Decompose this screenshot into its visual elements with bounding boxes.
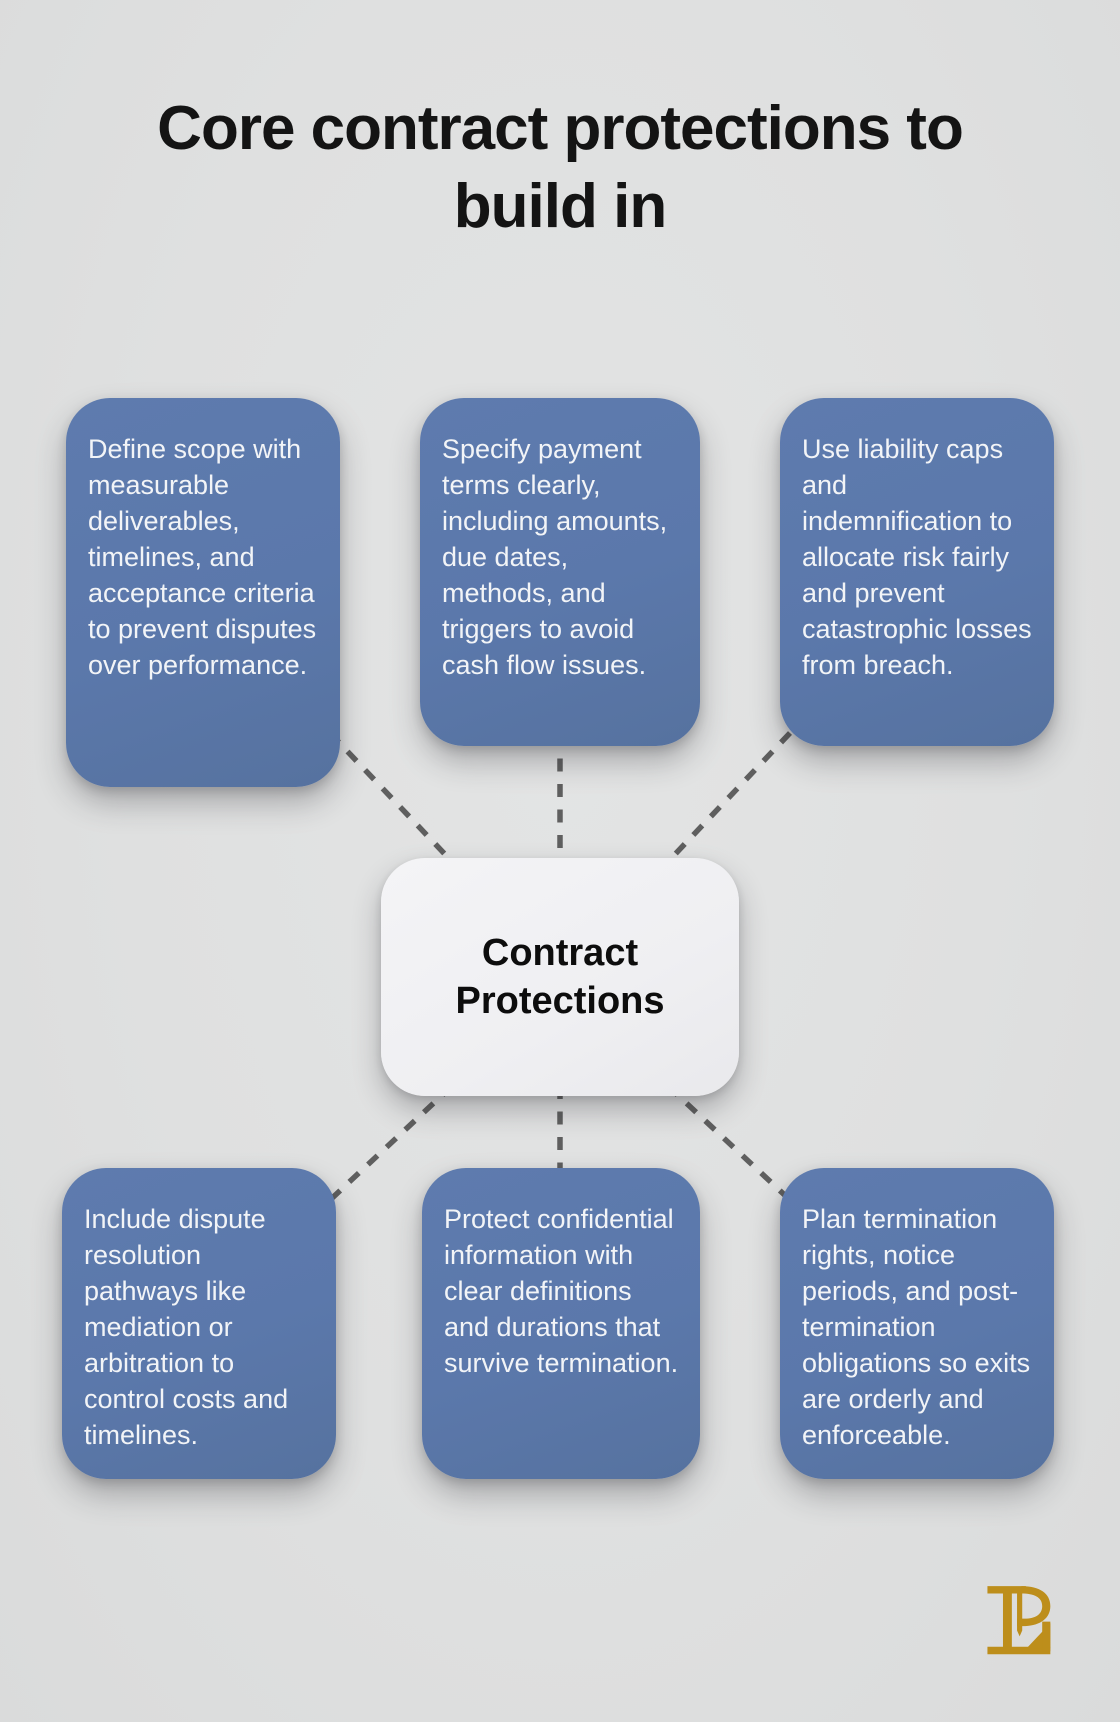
gold-monogram-pl-icon: [987, 1586, 1051, 1655]
connector-bottom-left: [328, 1083, 454, 1203]
card-payment-terms-text: Specify payment terms clearly, including…: [442, 434, 668, 680]
card-liability-caps-text: Use liability caps and indemnification t…: [802, 434, 1032, 680]
card-confidentiality: Protect confidential information with cl…: [422, 1168, 700, 1479]
center-node-label: Contract Protections: [455, 932, 665, 1022]
card-dispute-resolution: Include dispute resolution pathways like…: [62, 1168, 336, 1479]
card-dispute-resolution-text: Include dispute resolution pathways like…: [84, 1204, 289, 1450]
page-title: Core contract protections to build in: [0, 90, 1120, 246]
brand-logo: [983, 1583, 1057, 1661]
card-define-scope: Define scope with measurable deliverable…: [66, 398, 340, 787]
page-title-line-1: Core contract protections to: [157, 94, 964, 163]
card-payment-terms: Specify payment terms clearly, including…: [420, 398, 700, 746]
page-title-line-2: build in: [453, 172, 667, 241]
card-define-scope-text: Define scope with measurable deliverable…: [88, 434, 317, 680]
connector-top-right: [660, 731, 792, 870]
connector-bottom-right: [666, 1083, 792, 1203]
card-liability-caps: Use liability caps and indemnification t…: [780, 398, 1054, 746]
card-termination: Plan termination rights, notice periods,…: [780, 1168, 1054, 1479]
card-termination-text: Plan termination rights, notice periods,…: [802, 1204, 1031, 1450]
card-confidentiality-text: Protect confidential information with cl…: [444, 1204, 679, 1378]
connector-top-left: [328, 731, 460, 870]
center-node-contract-protections: Contract Protections: [381, 858, 739, 1096]
